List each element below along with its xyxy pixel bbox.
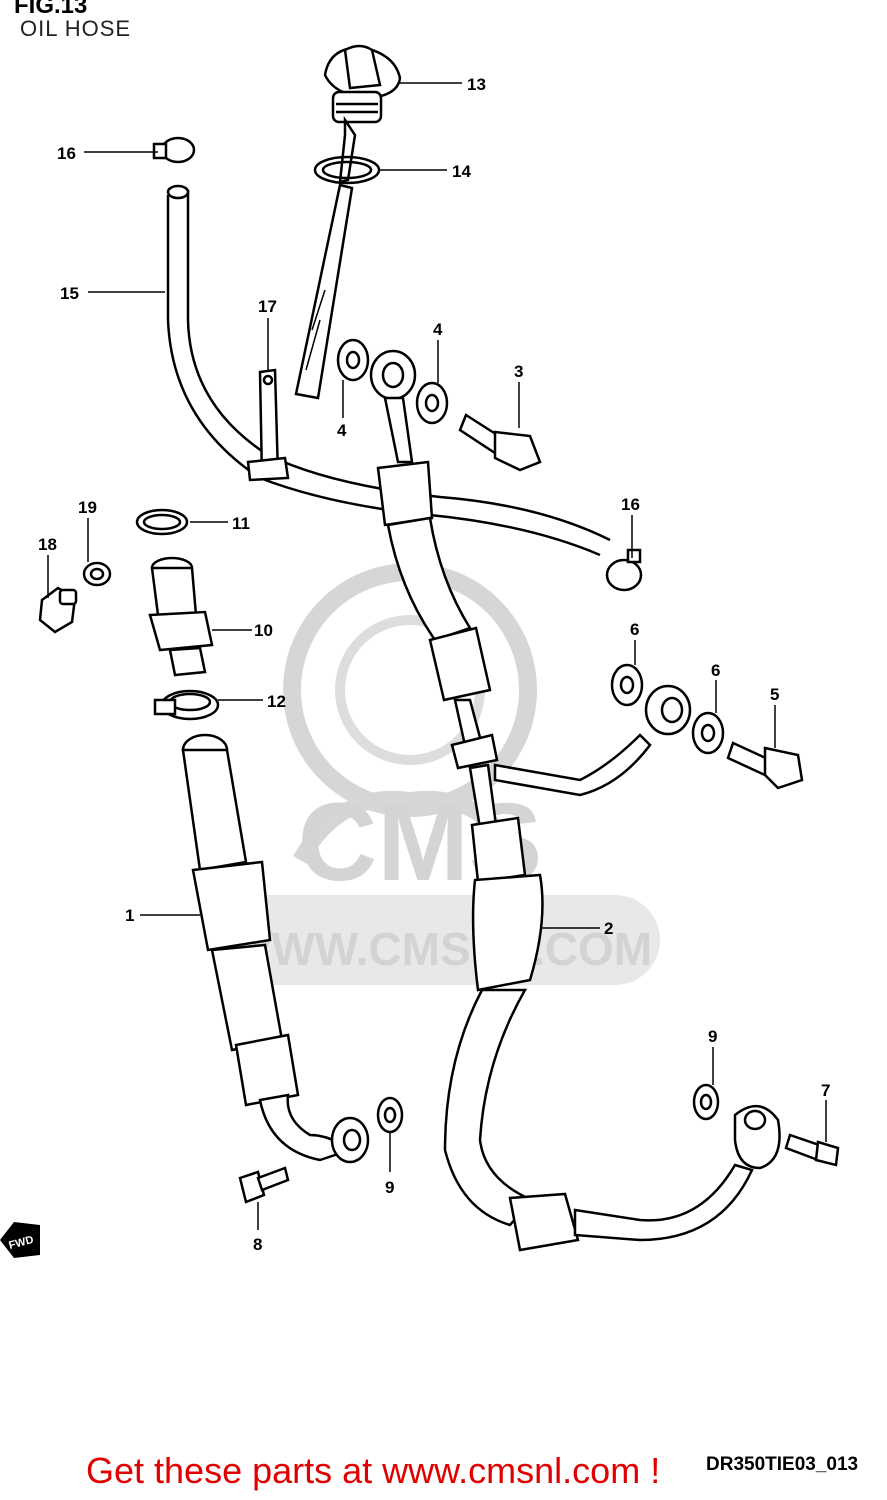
callout-13: 13 (467, 75, 486, 94)
callout-14: 14 (452, 162, 471, 181)
part-12-clamp (153, 689, 220, 721)
banjo-fitting-upper (369, 349, 417, 464)
figure-subtitle: OIL HOSE (20, 16, 132, 41)
callout-3: 3 (514, 362, 523, 381)
dipstick-blade (294, 183, 354, 400)
part-10-union (148, 556, 214, 677)
part-2-oil-hose (376, 460, 781, 1252)
callout-labels: 13 14 16 15 17 4 4 3 16 19 11 18 10 12 6… (38, 75, 830, 1254)
callout-1: 1 (125, 906, 134, 925)
callout-15: 15 (60, 284, 79, 303)
part-3-bolt (458, 413, 542, 472)
part-11-oring (135, 508, 189, 536)
leader-lines (47, 82, 827, 1230)
callout-16-top: 16 (57, 144, 76, 163)
diagram-code: DR350TIE03_013 (706, 1454, 859, 1475)
callout-17: 17 (258, 297, 277, 316)
callout-4-right: 4 (433, 320, 443, 339)
hose-branch-right (493, 684, 692, 797)
fwd-arrow-icon: FWD (0, 1222, 40, 1258)
part-17-bracket (246, 368, 290, 482)
part-13-oil-cap (323, 44, 402, 184)
part-16-clamp-right (605, 548, 643, 592)
part-16-clamp-top (152, 136, 196, 164)
part-8-bolt (238, 1166, 290, 1204)
part-5-bolt (726, 741, 804, 790)
part-4-washers-upper (336, 338, 449, 425)
part-14-dipstick-oring (313, 155, 381, 185)
callout-2: 2 (604, 919, 613, 938)
part-9-washers-lower (376, 1083, 720, 1134)
callout-8: 8 (253, 1235, 262, 1254)
part-19-washer (82, 561, 112, 587)
watermark-url: WWW.CMSNL.COM (228, 923, 652, 975)
callout-5: 5 (770, 685, 779, 704)
callout-12: 12 (267, 692, 286, 711)
callout-18: 18 (38, 535, 57, 554)
callout-16-right: 16 (621, 495, 640, 514)
callout-4-left: 4 (337, 421, 347, 440)
callout-10: 10 (254, 621, 273, 640)
callout-19: 19 (78, 498, 97, 517)
part-18-plug (38, 586, 78, 634)
callout-9-left: 9 (385, 1178, 394, 1197)
footer-link[interactable]: Get these parts at www.cmsnl.com ! (86, 1450, 661, 1491)
callout-6-left: 6 (630, 620, 639, 639)
figure-title: FIG.13 (14, 0, 88, 19)
callout-9-right: 9 (708, 1027, 717, 1046)
callout-11: 11 (232, 514, 250, 533)
callout-6-right: 6 (711, 661, 720, 680)
part-1-oil-hose (181, 733, 370, 1164)
part-7-bolt (784, 1133, 840, 1167)
part-15-breather-hose (166, 184, 611, 557)
callout-7: 7 (821, 1081, 830, 1100)
part-6-washers (610, 663, 725, 755)
